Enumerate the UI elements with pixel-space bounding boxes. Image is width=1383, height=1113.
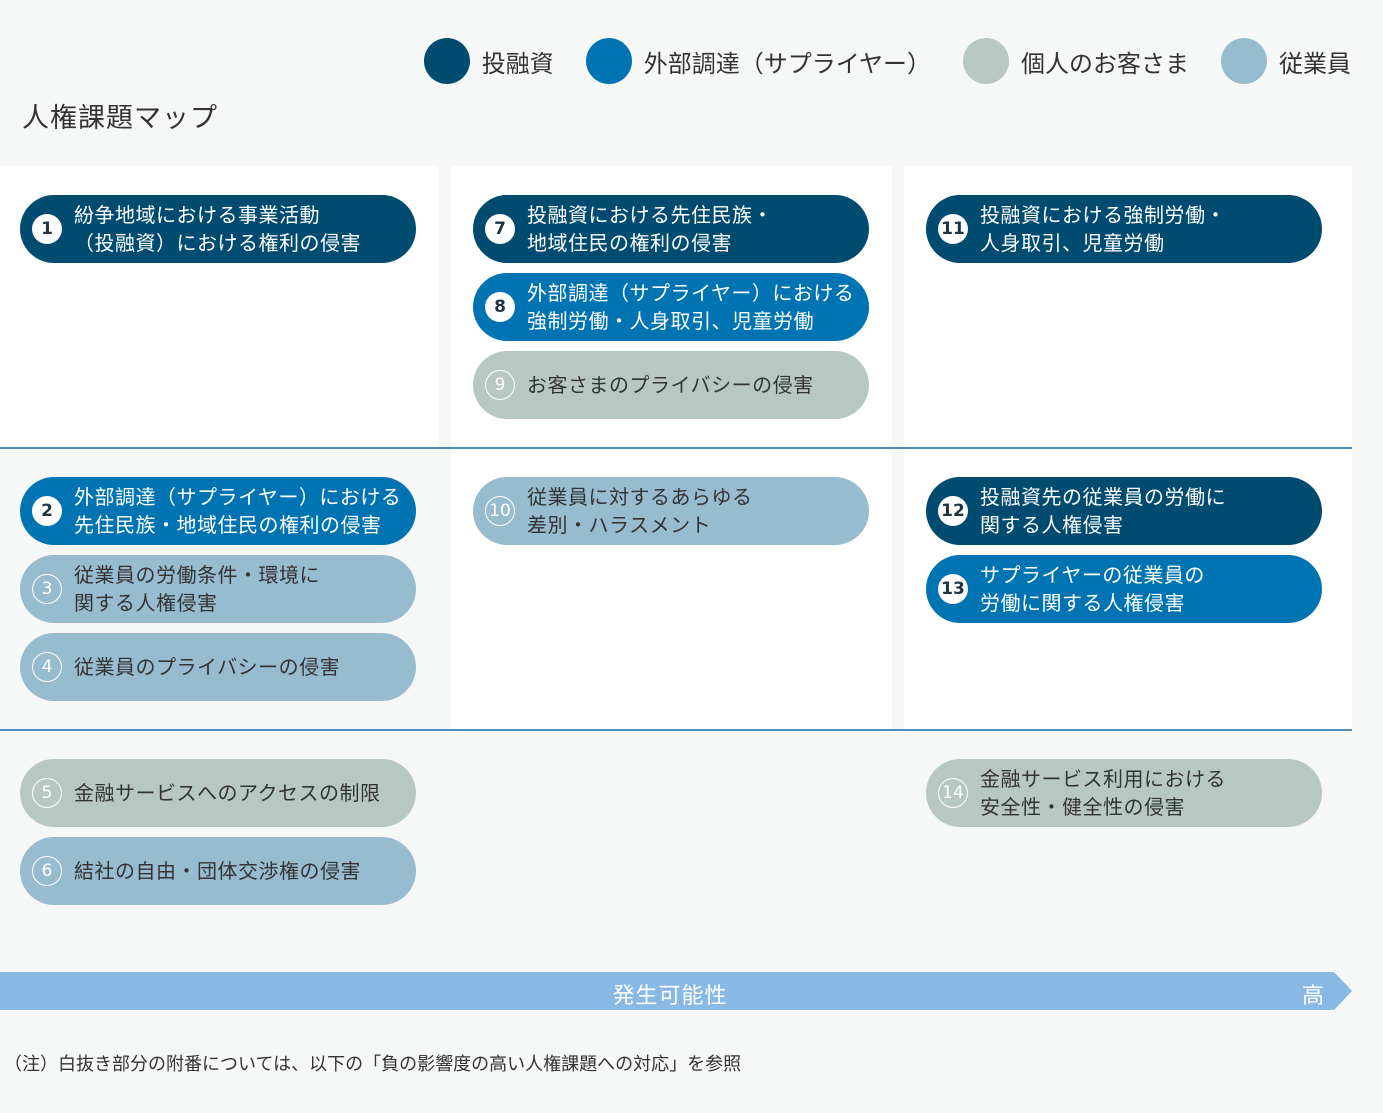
- issue-number-badge: 7: [485, 214, 515, 244]
- issue-number-badge: 12: [938, 496, 968, 526]
- matrix-divider: [0, 729, 1352, 731]
- issue-pill-3: 3 従業員の労働条件・環境に 関する人権侵害: [20, 555, 416, 623]
- legend-label: 投融資: [481, 49, 554, 78]
- issue-pill-7: 7 投融資における先住民族・ 地域住民の権利の侵害: [473, 195, 869, 263]
- issue-number-badge: 2: [32, 496, 62, 526]
- legend-label: 外部調達（サプライヤー）: [643, 49, 931, 78]
- issue-pill-13: 13 サプライヤーの従業員の 労働に関する人権侵害: [926, 555, 1322, 623]
- issue-pill-9: 9 お客さまのプライバシーの侵害: [473, 351, 869, 419]
- issue-pill-4: 4 従業員のプライバシーの侵害: [20, 633, 416, 701]
- issue-pill-12: 12 投融資先の従業員の労働に 関する人権侵害: [926, 477, 1322, 545]
- issue-pill-14: 14 金融サービス利用における 安全性・健全性の侵害: [926, 759, 1322, 827]
- legend-dot-customers: [963, 38, 1009, 84]
- issue-pill-11: 11 投融資における強制労働・ 人身取引、児童労働: [926, 195, 1322, 263]
- issue-pill-10: 10 従業員に対するあらゆる 差別・ハラスメント: [473, 477, 869, 545]
- issue-number-badge: 8: [485, 292, 515, 322]
- axis-high-label: 高: [1302, 984, 1325, 1009]
- matrix-divider: [0, 447, 1352, 449]
- legend-dot-employees: [1221, 38, 1267, 84]
- issue-number-badge: 11: [938, 214, 968, 244]
- issue-text: 外部調達（サプライヤー）における 強制労働・人身取引、児童労働: [527, 281, 855, 333]
- issue-pill-2: 2 外部調達（サプライヤー）における 先住民族・地域住民の権利の侵害: [20, 477, 416, 545]
- legend-label: 従業員: [1279, 49, 1351, 78]
- legend-label: 個人のお客さま: [1021, 49, 1189, 78]
- legend-dot-investment: [423, 38, 470, 84]
- likelihood-axis: 発生可能性 高: [0, 972, 1352, 1010]
- issue-text: 従業員の労働条件・環境に 関する人権侵害: [74, 563, 320, 615]
- issue-number-badge: 3: [32, 574, 62, 604]
- issue-number-badge: 4: [32, 652, 62, 682]
- legend-item-customers: 個人のお客さま: [963, 38, 1189, 84]
- issue-text: 金融サービス利用における 安全性・健全性の侵害: [980, 767, 1226, 819]
- legend: 投融資 外部調達（サプライヤー） 個人のお客さま 従業員: [392, 38, 1351, 84]
- issue-pill-5: 5 金融サービスへのアクセスの制限: [20, 759, 416, 827]
- issue-number-badge: 6: [32, 856, 62, 886]
- legend-item-procurement: 外部調達（サプライヤー）: [585, 38, 931, 84]
- issue-number-badge: 1: [32, 214, 62, 244]
- map-title: 人権課題マップ: [22, 103, 218, 134]
- legend-dot-procurement: [585, 38, 632, 84]
- issue-number-badge: 10: [485, 496, 515, 526]
- legend-item-investment: 投融資: [423, 38, 554, 84]
- legend-item-employees: 従業員: [1221, 38, 1351, 84]
- footnote: （注）白抜き部分の附番については、以下の「負の影響度の高い人権課題への対応」を参…: [4, 1054, 742, 1075]
- issue-number-badge: 14: [938, 778, 968, 808]
- issue-text: 従業員に対するあらゆる 差別・ハラスメント: [527, 485, 753, 537]
- issue-pill-6: 6 結社の自由・団体交渉権の侵害: [20, 837, 416, 905]
- issue-text: サプライヤーの従業員の 労働に関する人権侵害: [980, 563, 1205, 615]
- issue-text: 投融資先の従業員の労働に 関する人権侵害: [980, 485, 1226, 537]
- axis-arrow-shape: [0, 972, 1352, 1010]
- issue-text: 外部調達（サプライヤー）における 先住民族・地域住民の権利の侵害: [74, 485, 402, 537]
- issue-number-badge: 9: [485, 370, 515, 400]
- issue-text: 紛争地域における事業活動 （投融資）における権利の侵害: [74, 203, 361, 255]
- issue-text: 結社の自由・団体交渉権の侵害: [74, 859, 361, 883]
- issue-number-badge: 5: [32, 778, 62, 808]
- issue-text: 投融資における強制労働・ 人身取引、児童労働: [980, 203, 1226, 255]
- issue-pill-8: 8 外部調達（サプライヤー）における 強制労働・人身取引、児童労働: [473, 273, 869, 341]
- issue-pill-1: 1 紛争地域における事業活動 （投融資）における権利の侵害: [20, 195, 416, 263]
- axis-label: 発生可能性: [612, 984, 728, 1009]
- issue-text: 従業員のプライバシーの侵害: [74, 655, 341, 679]
- issue-text: お客さまのプライバシーの侵害: [527, 373, 814, 397]
- issue-text: 金融サービスへのアクセスの制限: [74, 781, 381, 805]
- issue-number-badge: 13: [938, 574, 968, 604]
- issue-text: 投融資における先住民族・ 地域住民の権利の侵害: [527, 203, 773, 255]
